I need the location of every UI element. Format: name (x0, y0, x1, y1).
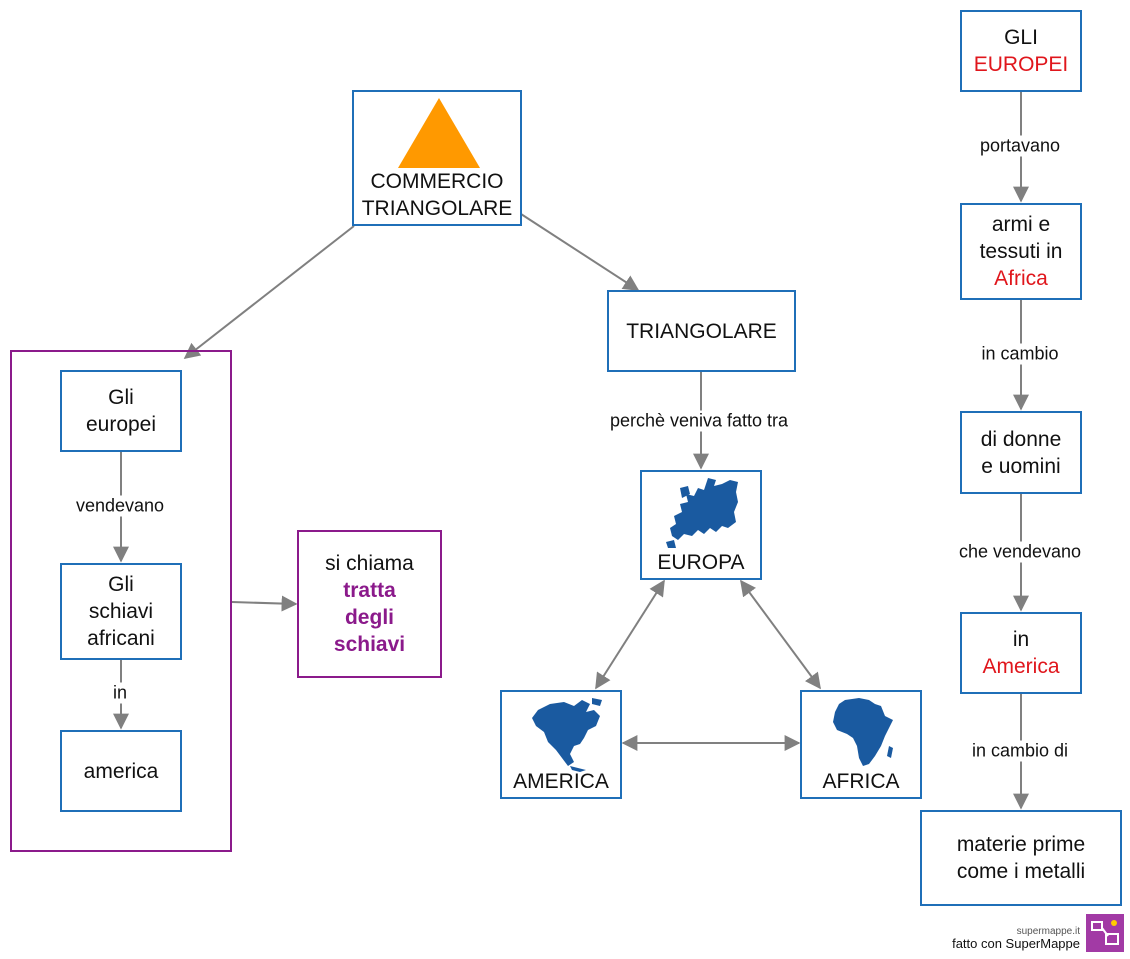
node-label: africani (87, 627, 155, 650)
edge-label-in: in (110, 682, 130, 704)
brand-site: supermappe.it (1016, 926, 1080, 937)
node-label: AMERICA (513, 770, 609, 793)
brand-text: fatto con SuperMappe (952, 936, 1080, 951)
node-label: GLI (1004, 26, 1038, 49)
node-label: schiavi (88, 600, 154, 623)
node-label-highlight: degli (344, 606, 394, 629)
europe-map-icon (666, 478, 738, 548)
node-gli-europei-right[interactable]: GLI EUROPEI (960, 10, 1082, 92)
node-label: TRIANGOLARE (626, 319, 777, 343)
node-materie-prime[interactable]: materie prime come i metalli (920, 810, 1122, 906)
edge-europa-america (595, 579, 665, 690)
africa-map-icon (833, 698, 893, 766)
node-africa[interactable]: AFRICA (800, 690, 922, 799)
node-europa[interactable]: EUROPA (640, 470, 762, 580)
edge-label-portavano: portavano (977, 135, 1063, 157)
supermappe-logo-icon (1086, 914, 1124, 952)
node-gli-europei[interactable]: Gli europei (60, 370, 182, 452)
node-donne-uomini[interactable]: di donne e uomini (960, 411, 1082, 494)
node-label-highlight: Africa (994, 267, 1048, 290)
node-commercio-triangolare[interactable]: COMMERCIO TRIANGOLARE (352, 90, 522, 226)
node-label-highlight: America (982, 655, 1060, 678)
node-triangolare[interactable]: TRIANGOLARE (607, 290, 796, 372)
node-label: AFRICA (822, 770, 900, 793)
node-label: in (1012, 628, 1030, 651)
node-in-america[interactable]: in America (960, 612, 1082, 694)
node-label-highlight: tratta (343, 579, 396, 602)
node-label-highlight: EUROPEI (973, 53, 1069, 76)
node-label: armi e (991, 213, 1051, 236)
edge-group-to-tratta (231, 595, 298, 612)
node-label: europei (85, 413, 157, 436)
edge-label-che-vendevano: che vendevano (956, 541, 1084, 563)
node-label: COMMERCIO (370, 170, 504, 193)
node-label: materie prime (956, 833, 1086, 856)
schiavi-group-box (10, 350, 232, 852)
node-armi-tessuti[interactable]: armi e tessuti in Africa (960, 203, 1082, 300)
edge-commercio-to-triangolare (520, 213, 640, 291)
node-label: EUROPA (657, 551, 745, 574)
edge-label-in-cambio-di: in cambio di (969, 740, 1071, 762)
node-label: e uomini (981, 454, 1061, 478)
edge-commercio-to-group (183, 225, 355, 359)
node-america-left[interactable]: america (60, 730, 182, 812)
edge-label-in-cambio: in cambio (979, 343, 1061, 365)
node-label: TRIANGOLARE (361, 197, 513, 220)
node-tratta-schiavi[interactable]: si chiama tratta degli schiavi (297, 530, 442, 678)
orange-triangle-icon (398, 98, 480, 168)
edge-label-perche: perchè veniva fatto tra (607, 410, 791, 432)
node-label: di donne (980, 427, 1062, 451)
node-america[interactable]: AMERICA (500, 690, 622, 799)
edge-europa-africa (740, 579, 821, 690)
node-schiavi-africani[interactable]: Gli schiavi africani (60, 563, 182, 660)
supermappe-branding[interactable]: supermappe.it fatto con SuperMappe (938, 914, 1124, 954)
node-label: come i metalli (956, 860, 1086, 883)
node-label: america (83, 759, 159, 783)
node-label: si chiama (325, 552, 414, 575)
node-label-highlight: schiavi (333, 633, 406, 656)
edge-label-vendevano: vendevano (73, 495, 167, 517)
node-label: Gli (108, 386, 134, 409)
north-america-map-icon (532, 698, 602, 772)
node-label: tessuti in (979, 240, 1063, 263)
node-label: Gli (108, 573, 134, 596)
